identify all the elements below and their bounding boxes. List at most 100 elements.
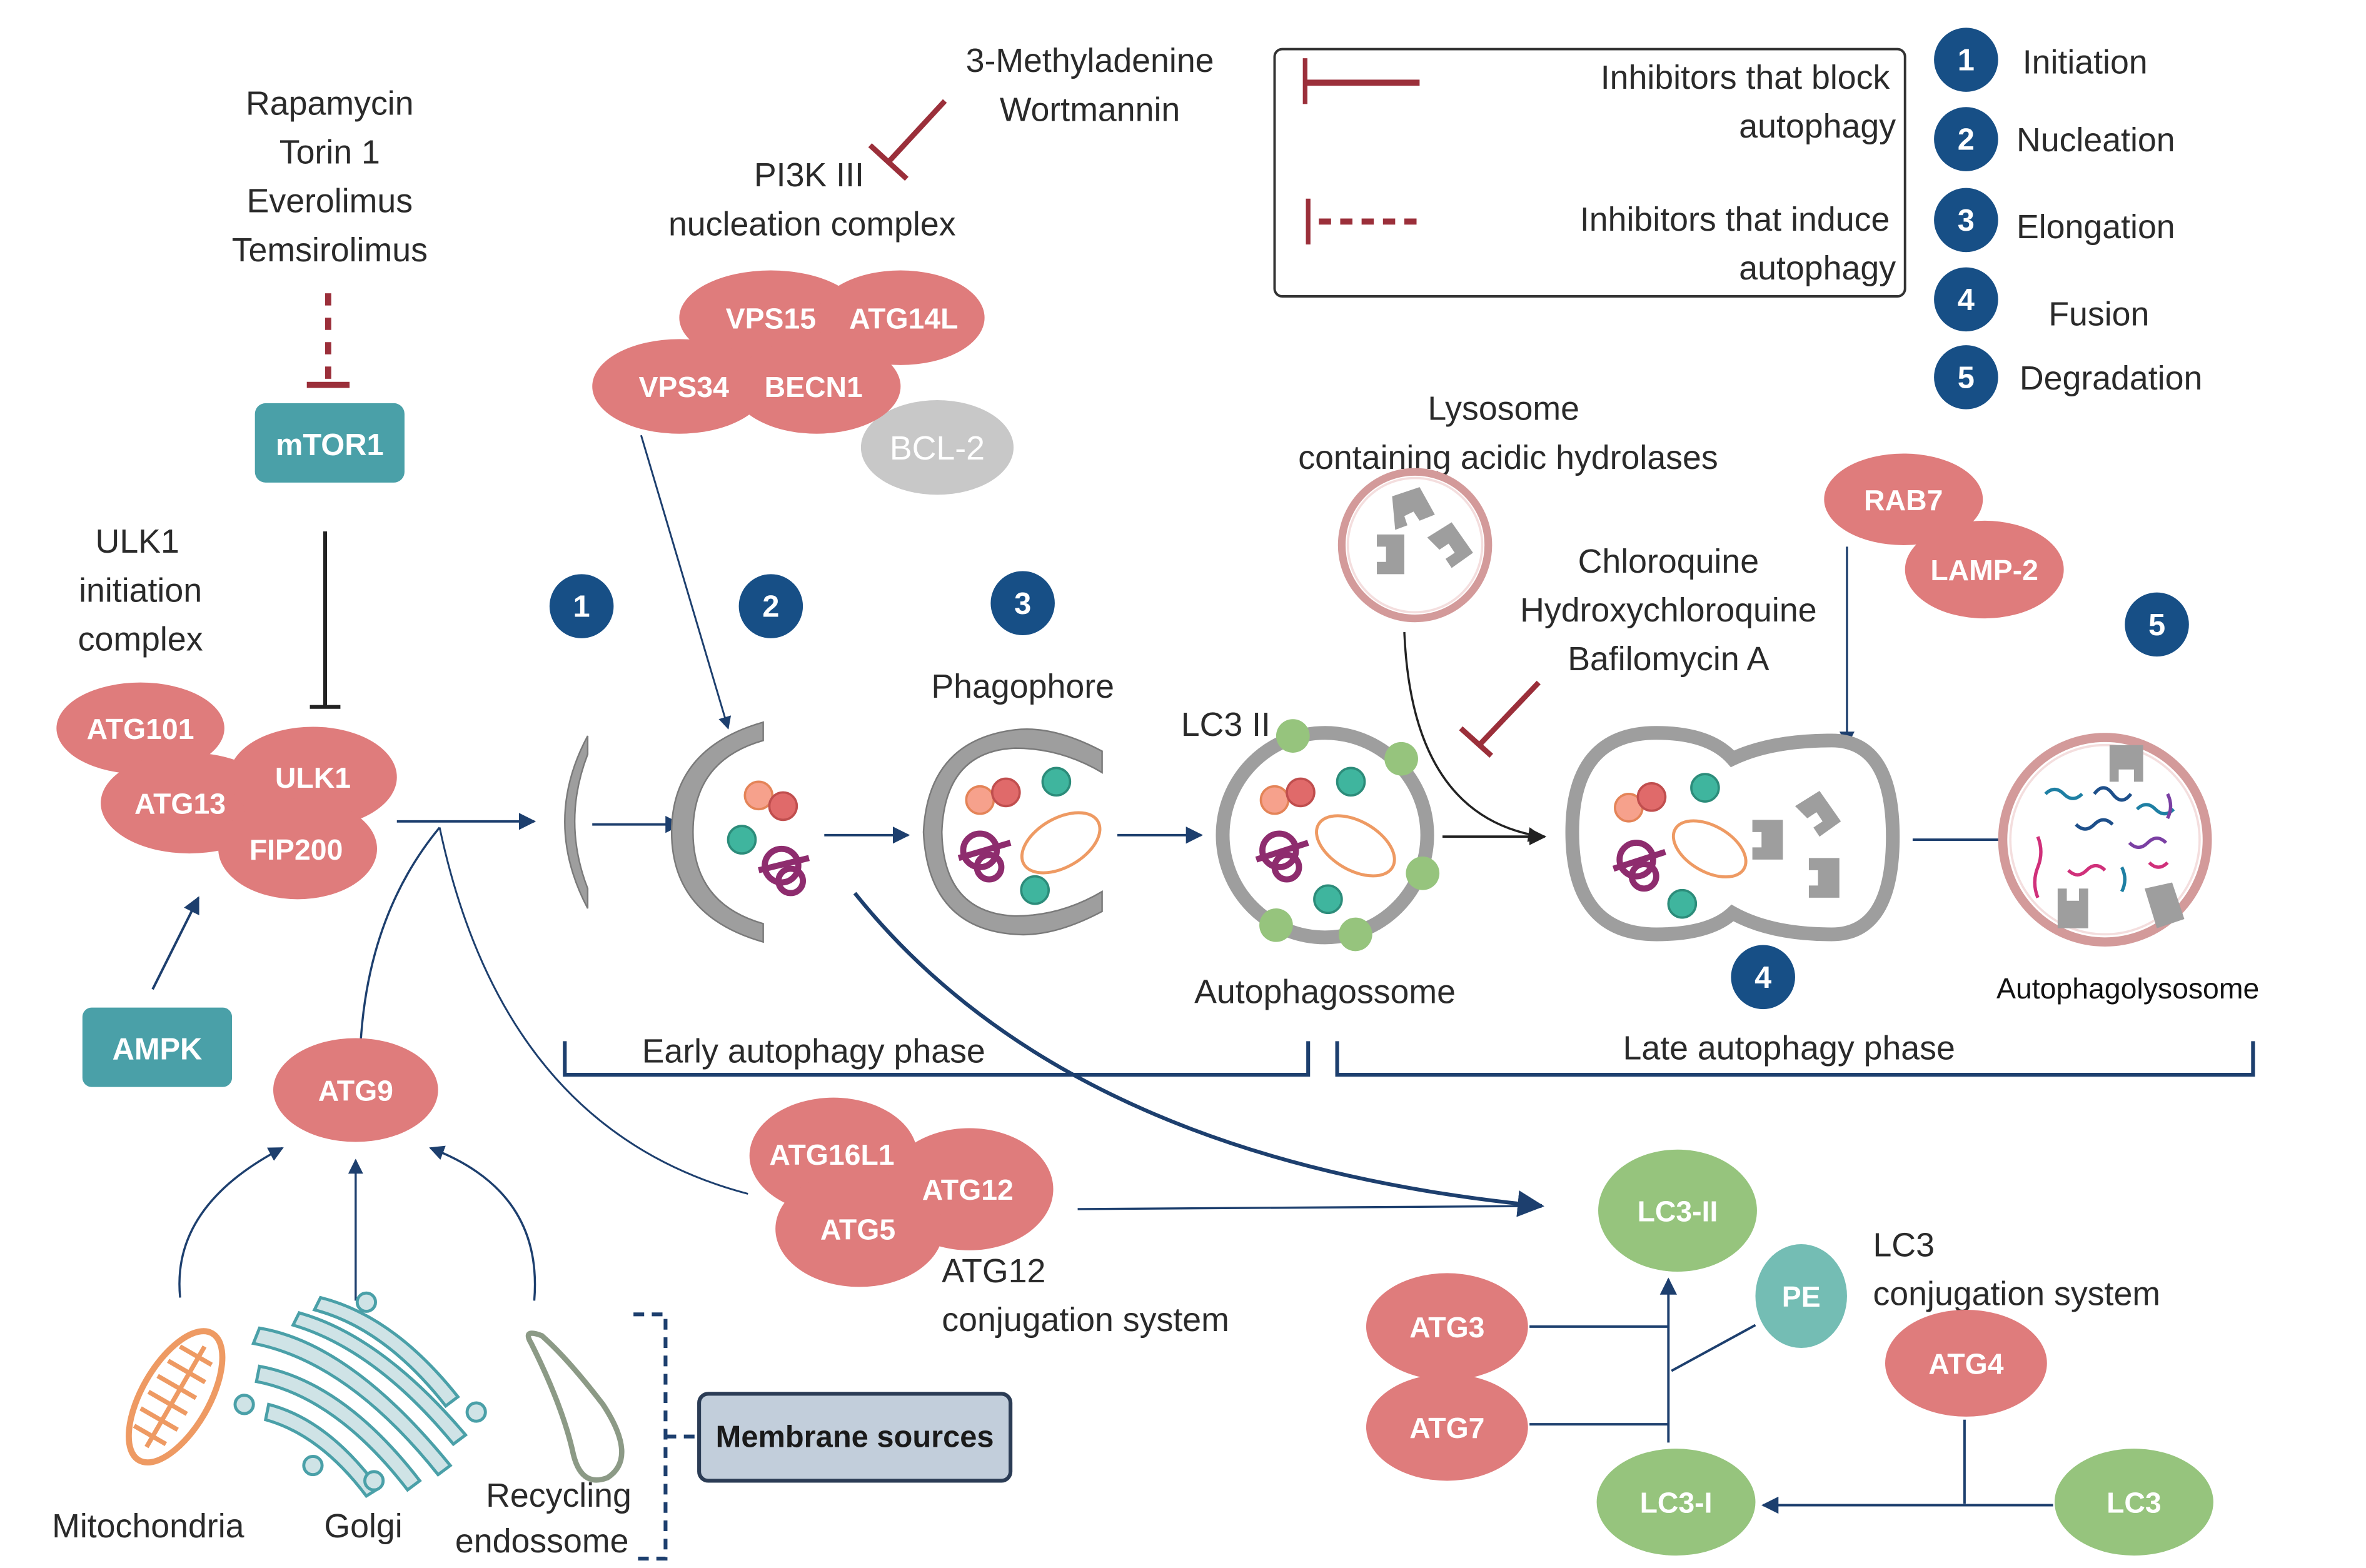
membrane-sources-label: Membrane sources [716, 1420, 994, 1454]
atg12-complex: ATG16L1 ATG12 ATG5 [749, 1097, 1054, 1287]
atg7-node: ATG7 [1366, 1374, 1528, 1481]
membrane-sources-bracket [633, 1312, 695, 1561]
lc3-system-label: LC3 conjugation system [1873, 1227, 2160, 1313]
lc3-i-label: LC3-I [1640, 1487, 1713, 1519]
step-elongation-label: Elongation [2016, 208, 2175, 246]
golgi-label: Golgi [324, 1507, 402, 1545]
svg-text:LC3: LC3 [1873, 1227, 1935, 1264]
step-marker-2: 2 [738, 574, 803, 638]
pe-node: PE [1755, 1244, 1847, 1349]
lysosome-icon [1337, 468, 1493, 623]
legend-induce-label-1: Inhibitors that induce [1580, 201, 1890, 238]
step-nucleation-label: Nucleation [2016, 121, 2175, 159]
atg12-label: ATG12 [922, 1173, 1014, 1206]
autophagosome-label: Autophagossome [1194, 973, 1456, 1010]
golgi-icon [233, 1291, 487, 1499]
svg-text:containing acidic hydrolases: containing acidic hydrolases [1298, 439, 1718, 476]
step-legend: 1 Initiation 2 Nucleation 3 Elongation 4… [1934, 28, 2202, 410]
atg16l1-label: ATG16L1 [769, 1138, 894, 1171]
endosome-to-atg9-arrow [429, 1145, 536, 1301]
atg13-label: ATG13 [134, 788, 226, 820]
step-marker-4: 4 [1731, 945, 1795, 1010]
endosome-label: endossome [455, 1522, 629, 1560]
autophagolysosome-label: Autophagolysosome [1996, 972, 2259, 1005]
atg5-label: ATG5 [820, 1214, 895, 1246]
svg-text:2: 2 [762, 590, 779, 624]
svg-text:4: 4 [1958, 283, 1975, 317]
step-legend-3: 3 Elongation [1934, 188, 2175, 253]
autophagolysosome-icon [1998, 733, 2212, 947]
recycling-endosome-icon [525, 1330, 625, 1483]
svg-text:3: 3 [1014, 587, 1031, 621]
pe-label: PE [1782, 1280, 1821, 1313]
step-marker-5: 5 [2125, 592, 2189, 657]
autophagosome-icon [1216, 719, 1440, 952]
drug-temsirolimus: Temsirolimus [232, 231, 428, 269]
step-fusion-label: Fusion [2048, 295, 2149, 333]
bcl2-label: BCL-2 [890, 430, 985, 467]
mtor-inhibitor-list: Rapamycin Torin 1 Everolimus Temsirolimu… [232, 84, 428, 268]
step-marker-3: 3 [990, 571, 1055, 635]
step-marker-1: 1 [549, 574, 614, 638]
lc3-ii-label: LC3 II [1181, 706, 1271, 743]
becn1-label: BECN1 [765, 371, 863, 403]
lc3-ii-node-label: LC3-II [1638, 1195, 1718, 1227]
atg12-complex-to-initiation-line [438, 827, 748, 1195]
lc3-label: LC3 [2107, 1487, 2162, 1519]
mitochondria-label: Mitochondria [52, 1507, 244, 1545]
nucleation-to-lc3ii-arrow [853, 892, 1544, 1217]
svg-text:Lysosome: Lysosome [1427, 390, 1579, 428]
induce-inhibition-arrow-mtor [306, 293, 350, 388]
step-degradation-label: Degradation [2020, 359, 2203, 397]
mtor-inhibits-ulk1 [310, 531, 341, 709]
atg4-label: ATG4 [1928, 1348, 2003, 1380]
early-phase-label: Early autophagy phase [642, 1033, 985, 1070]
svg-text:conjugation system: conjugation system [942, 1301, 1229, 1339]
pi3k-to-nucleation-arrow [640, 435, 732, 730]
pi3k-complex-label: PI3K III nucleation complex [668, 156, 956, 243]
svg-text:3: 3 [1958, 204, 1975, 238]
lysosome-to-fusion-arrow [1403, 632, 1544, 842]
drug-everolimus: Everolimus [247, 183, 413, 220]
svg-text:4: 4 [1754, 961, 1771, 995]
phagophore-icon [922, 728, 1103, 936]
drug-hydroxychloroquine: Hydroxychloroquine [1520, 591, 1816, 629]
inhibitor-legend: Inhibitors that block autophagy Inhibito… [1273, 48, 1906, 298]
legend-block-symbol [1302, 58, 1420, 104]
rab7-lamp2-complex: RAB7 LAMP-2 [1824, 453, 2064, 619]
svg-text:1: 1 [573, 590, 590, 624]
nucleation-cup-icon [670, 721, 810, 943]
mitochondria-to-atg9-arrow [178, 1147, 284, 1298]
drug-torin1: Torin 1 [279, 134, 380, 171]
ulk1-complex: ATG101 ULK1 ATG13 FIP200 [56, 682, 397, 900]
drug-bafilomycin: Bafilomycin A [1568, 640, 1769, 678]
rab7-label: RAB7 [1864, 484, 1943, 516]
ulk1-label: ULK1 [275, 761, 351, 794]
lamp2-label: LAMP-2 [1930, 554, 2038, 586]
lc3-node: LC3 [2054, 1449, 2213, 1556]
legend-induce-symbol [1306, 198, 1420, 245]
svg-text:complex: complex [78, 620, 203, 658]
svg-text:2: 2 [1958, 123, 1975, 157]
atg9-node: ATG9 [273, 1038, 438, 1142]
fusion-inhibitor-list: Chloroquine Hydroxychloroquine Bafilomyc… [1520, 543, 1816, 678]
ampk-label: AMPK [113, 1033, 203, 1067]
drug-chloroquine: Chloroquine [1578, 543, 1759, 580]
atg12-system-label: ATG12 conjugation system [942, 1252, 1229, 1339]
svg-text:conjugation system: conjugation system [1873, 1275, 2160, 1313]
svg-text:PI3K III: PI3K III [754, 156, 864, 194]
lc3-i-node: LC3-I [1596, 1449, 1756, 1556]
phagophore-label: Phagophore [931, 668, 1114, 705]
step-legend-5: 5 Degradation [1934, 345, 2202, 410]
drug-rapamycin: Rapamycin [246, 84, 414, 122]
vps34-label: VPS34 [639, 371, 730, 403]
late-phase-bracket: Late autophagy phase [1335, 1030, 2255, 1077]
block-inhibition-arrow-pi3k [868, 99, 947, 181]
legend-block-label-1: Inhibitors that block [1601, 59, 1890, 96]
svg-text:nucleation complex: nucleation complex [668, 205, 956, 243]
mitochondria-icon [126, 1328, 226, 1466]
fip200-label: FIP200 [249, 833, 343, 866]
lysosome-label: Lysosome containing acidic hydrolases [1298, 390, 1718, 476]
atg9-label: ATG9 [318, 1075, 393, 1107]
atg9-to-initiation-line [359, 827, 441, 1051]
